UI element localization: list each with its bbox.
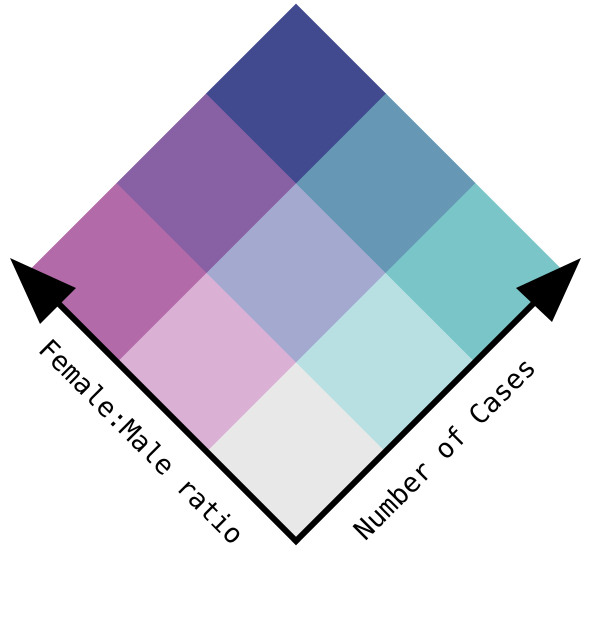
cases-axis-line bbox=[291, 298, 539, 546]
legend-cell-2-2 bbox=[206, 3, 386, 184]
legend-grid bbox=[27, 3, 565, 542]
cases-axis-arrowhead bbox=[516, 258, 581, 322]
ratio-axis-line bbox=[53, 298, 301, 546]
ratio-axis-arrowhead bbox=[10, 258, 76, 324]
